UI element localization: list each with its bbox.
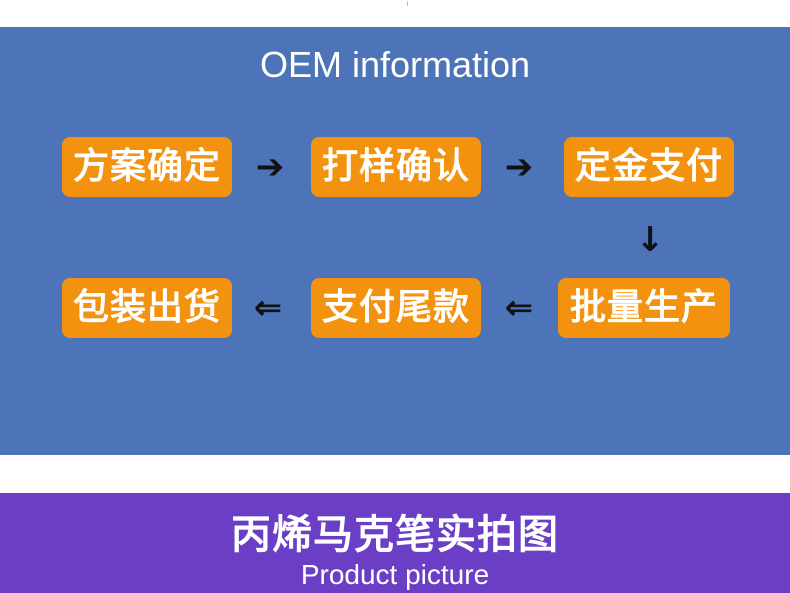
- step-final-payment: 支付尾款: [311, 278, 481, 338]
- oem-information-panel: OEM information 方案确定 ➔ 打样确认 ➔ 定金支付 ↓ 包装出…: [0, 27, 790, 455]
- product-picture-banner: 丙烯马克笔实拍图 Product picture: [0, 493, 790, 593]
- oem-title: OEM information: [259, 44, 531, 85]
- top-mark: ╷: [405, 0, 410, 6]
- section-divider: [0, 455, 790, 493]
- arrow-left-icon: ⇐: [504, 288, 534, 328]
- arrow-down-icon: ↓: [635, 220, 665, 260]
- arrow-right-icon: ➔: [255, 147, 285, 187]
- step-package-ship: 包装出货: [62, 278, 232, 338]
- top-spacer: [0, 0, 790, 27]
- arrow-left-icon: ⇐: [253, 288, 283, 328]
- step-mass-production: 批量生产: [558, 278, 730, 338]
- step-plan-confirm: 方案确定: [62, 137, 232, 197]
- step-deposit-payment: 定金支付: [564, 137, 734, 197]
- arrow-right-icon: ➔: [504, 147, 534, 187]
- step-sample-confirm: 打样确认: [311, 137, 481, 197]
- product-picture-title: 丙烯马克笔实拍图: [231, 512, 559, 558]
- product-picture-subtitle: Product picture: [300, 559, 490, 590]
